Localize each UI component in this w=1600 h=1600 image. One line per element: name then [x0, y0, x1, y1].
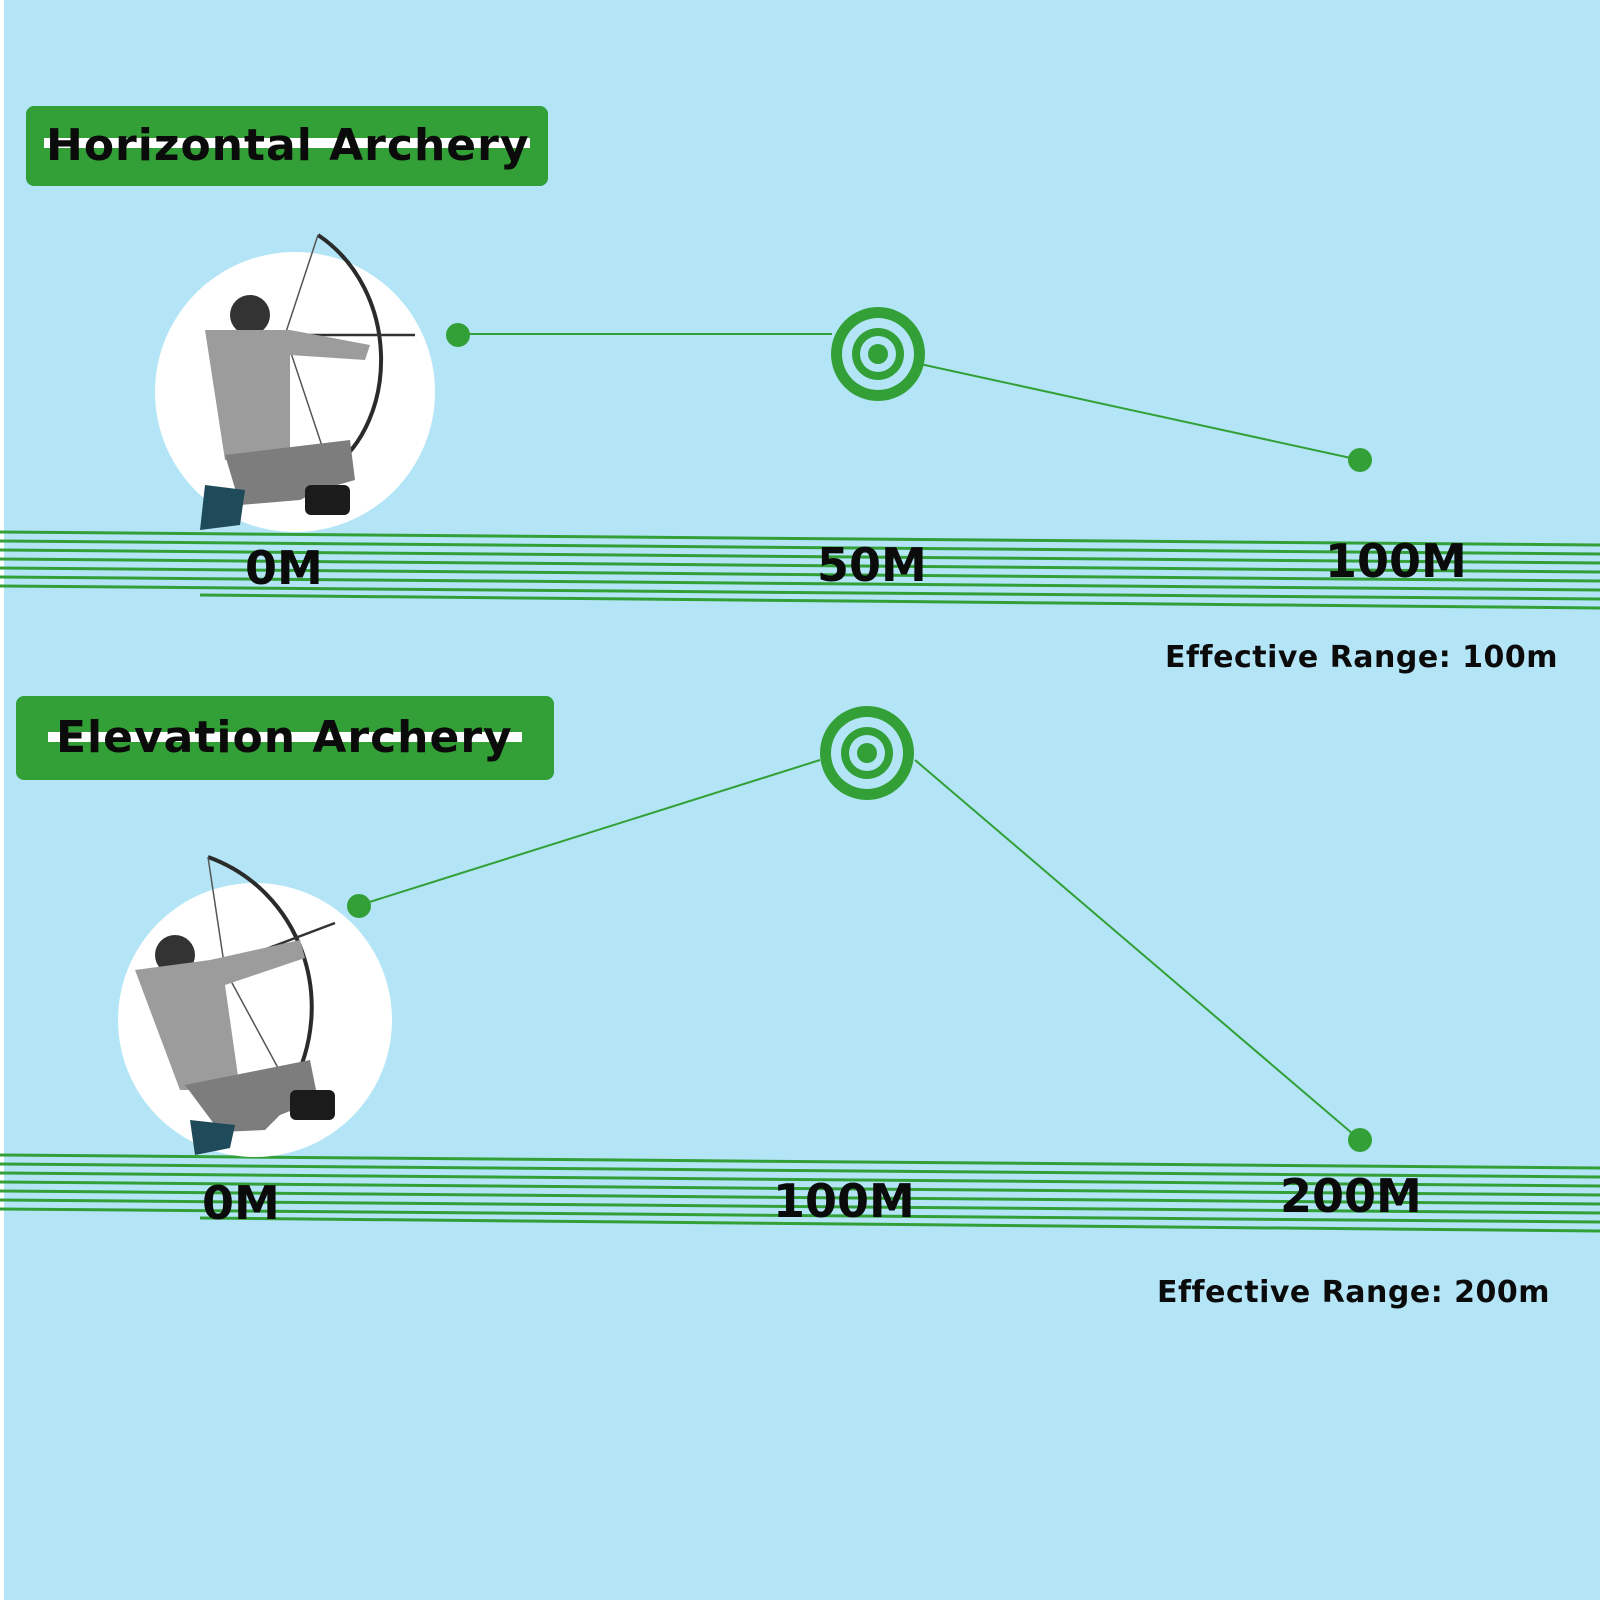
- section-title: Horizontal Archery: [46, 120, 530, 171]
- distance-label-mid: 50M: [817, 538, 927, 592]
- left-border: [0, 0, 4, 1600]
- launch-dot-icon: [446, 323, 470, 347]
- landing-dot-icon: [1348, 448, 1372, 472]
- elevation-diagram: [0, 706, 1600, 1233]
- archer-backdrop-circle: [155, 252, 435, 532]
- distance-label-end: 100M: [1325, 534, 1467, 588]
- section-title-badge: Horizontal Archery: [26, 106, 548, 186]
- ground-stripes: [0, 530, 1600, 610]
- horizontal-archery-section: Horizontal Archery 0M 50M 100M Effective…: [0, 0, 1600, 675]
- archer-illustration: [135, 855, 336, 1155]
- distance-label-start: 0M: [245, 541, 323, 595]
- landing-dot-icon: [1348, 1128, 1372, 1152]
- horizontal-diagram: [0, 233, 1600, 610]
- effective-range-text: Effective Range: 100m: [1165, 640, 1559, 675]
- trajectory: [359, 759, 1361, 1141]
- distance-label-mid: 100M: [773, 1174, 915, 1228]
- distance-label-end: 200M: [1280, 1169, 1422, 1223]
- title-stripe: [44, 138, 530, 148]
- launch-dot-icon: [347, 894, 371, 918]
- section-title: Elevation Archery: [56, 712, 513, 763]
- archer-illustration: [200, 233, 415, 530]
- section-title-badge: Elevation Archery: [16, 696, 554, 780]
- target-icon: [831, 307, 925, 401]
- ground-stripes: [0, 1153, 1600, 1233]
- effective-range-text: Effective Range: 200m: [1157, 1275, 1551, 1310]
- elevation-archery-section: Elevation Archery 0M 100M 200M Effective…: [0, 620, 1600, 1310]
- target-icon: [820, 706, 914, 800]
- distance-label-start: 0M: [202, 1176, 280, 1230]
- title-stripe: [48, 732, 522, 742]
- trajectory: [458, 333, 1361, 461]
